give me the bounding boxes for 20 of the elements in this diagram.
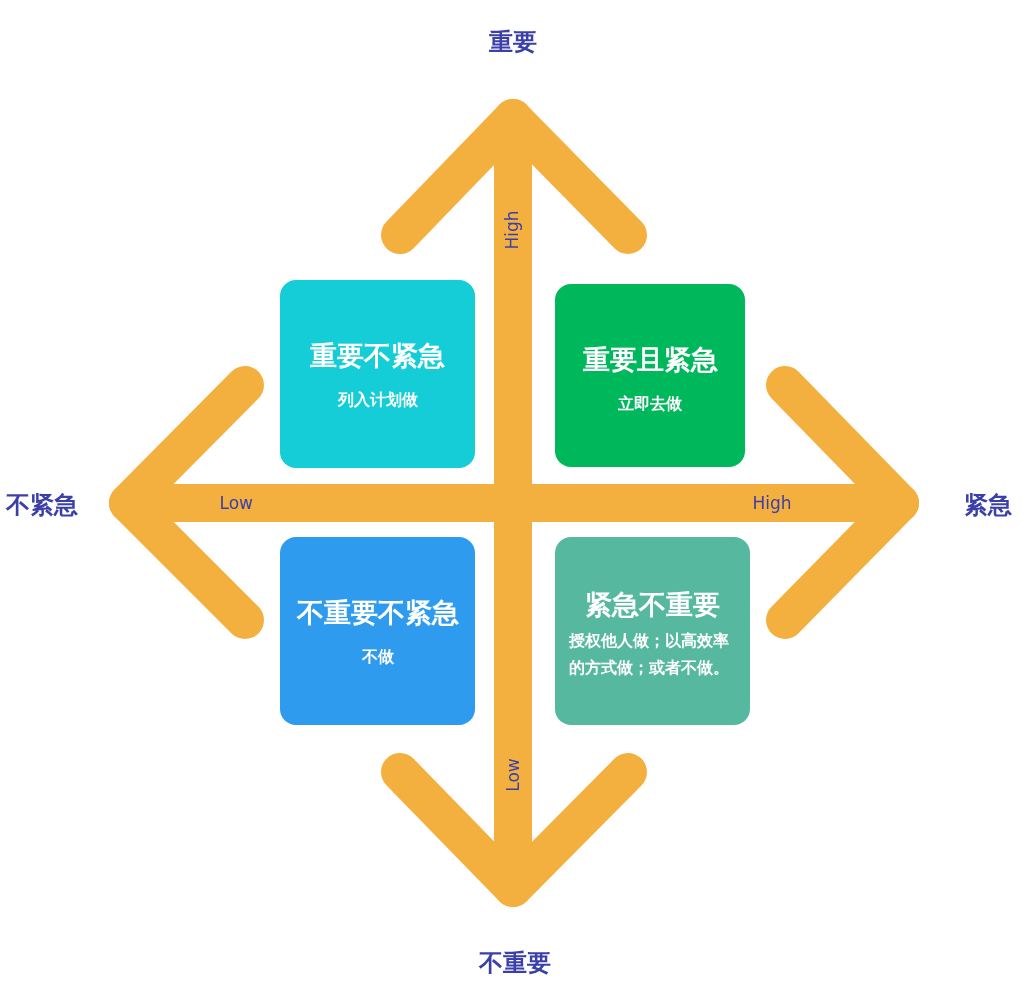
axis-value: High: [501, 210, 522, 250]
quadrant-title: 重要且紧急: [581, 343, 719, 377]
axis-value: Low: [502, 758, 523, 792]
quadrant-description: 列入计划做: [336, 389, 419, 411]
axis-title: 紧急: [964, 490, 1012, 521]
axis-value: High: [752, 493, 792, 513]
quadrant-card: [280, 537, 475, 725]
axis-title: 不紧急: [6, 490, 78, 521]
quadrant-title: 紧急不重要: [584, 588, 721, 622]
quadrant-title: 重要不紧急: [309, 339, 446, 373]
axis-title: 不重要: [479, 948, 551, 979]
axis-value: Low: [219, 493, 253, 513]
quadrant-card: [555, 284, 745, 467]
quadrant-description: 不做: [360, 646, 395, 668]
quadrant-title: 不重要不紧急: [295, 596, 460, 630]
quadrant-card: [280, 280, 475, 468]
axis-title: 重要: [489, 27, 537, 58]
quadrant-description: 立即去做: [617, 393, 683, 415]
quadrant-description: 授权他人做；以高效率的方式做；或者不做。: [569, 630, 730, 679]
quadrant-card: [555, 537, 750, 725]
